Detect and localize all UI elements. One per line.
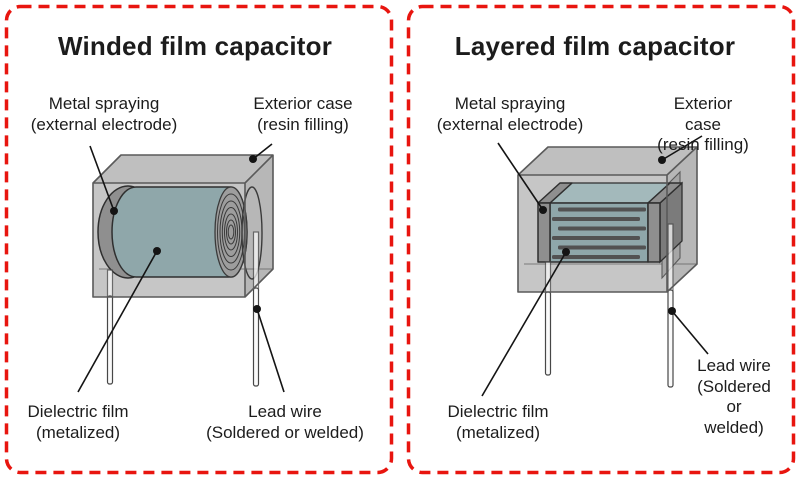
metal-spraying-end-right: [647, 202, 661, 263]
label-metal-spraying-winded: Metal spraying (external electrode): [30, 94, 178, 134]
layered-panel-title: Layered film capacitor: [454, 31, 736, 61]
leader-lines-layered: [481, 135, 709, 397]
label-lead-wire-winded: Lead wire (Soldered or welded): [206, 402, 364, 442]
wound-spiral-end: [214, 186, 248, 278]
label-lead-wire-layered: Lead wire (Soldered or welded): [697, 356, 771, 437]
layered-film-element: [537, 181, 683, 264]
roll-end-outline: [241, 186, 263, 280]
layered-panel-border: [406, 4, 796, 475]
label-exterior-case-winded: Exterior case (resin filling): [253, 94, 353, 134]
label-dielectric-film-layered: Dielectric film (metalized): [447, 402, 549, 442]
exterior-case-edges-winded: [92, 154, 274, 298]
winded-capacitor-illustration: [77, 143, 285, 393]
electrode-layers: [552, 207, 646, 259]
label-metal-spraying-layered: Metal spraying (external electrode): [436, 94, 584, 134]
wound-film-element: [97, 185, 263, 280]
winded-panel-title: Winded film capacitor: [57, 31, 333, 61]
leader-lines-winded: [77, 143, 285, 393]
metal-spraying-end-left: [537, 202, 551, 263]
layered-capacitor-illustration: [481, 135, 709, 397]
label-dielectric-film-winded: Dielectric film (metalized): [27, 402, 129, 442]
label-exterior-case-layered: Exterior case (resin filling): [657, 94, 749, 154]
exterior-case-edges-layered: [517, 146, 698, 293]
winded-panel-border: [4, 4, 394, 475]
